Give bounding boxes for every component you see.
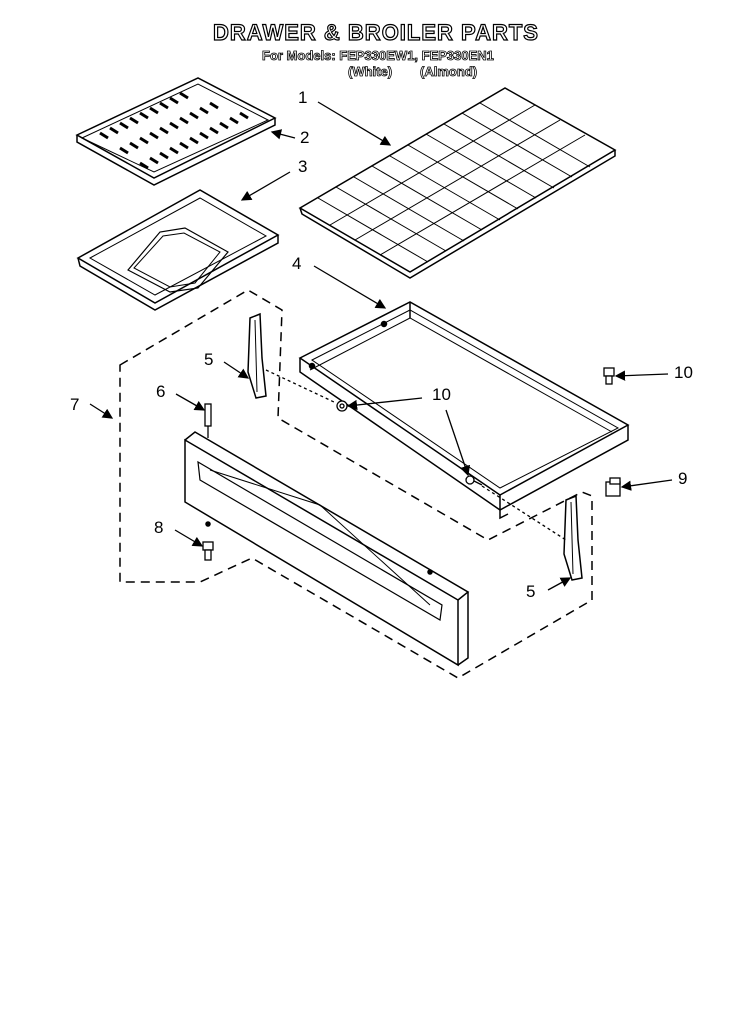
clip-9 (605, 477, 621, 497)
callout-1: 1 (298, 88, 307, 107)
assembly-outline (119, 289, 593, 679)
drawer-slide-left (247, 312, 267, 399)
drawer-slide-right (563, 494, 583, 581)
callout-5-left: 5 (204, 350, 213, 369)
callout-7: 7 (70, 395, 79, 414)
color-almond-label: (Almond) (420, 64, 478, 80)
callout-10-right: 10 (674, 363, 693, 382)
page-title: DRAWER & BROILER PARTS (212, 19, 539, 45)
drawer-body (298, 301, 630, 520)
screw-8 (202, 541, 214, 561)
callout-10-center: 10 (432, 385, 451, 404)
callout-2: 2 (300, 128, 309, 147)
leader-lines (89, 101, 673, 591)
callout-8: 8 (154, 518, 163, 537)
color-white-label: (White) (348, 64, 393, 80)
oven-rack (298, 87, 617, 279)
drawer-front-panel (184, 431, 470, 667)
screw-10-top (603, 367, 615, 385)
broiler-grid (75, 77, 277, 186)
callout-6: 6 (156, 382, 165, 401)
callout-3: 3 (298, 157, 307, 176)
callout-5-right: 5 (526, 582, 535, 601)
callout-9: 9 (678, 469, 687, 488)
models-line: For Models: FEP330EW1, FEP330EN1 (262, 48, 495, 64)
screw-6 (204, 403, 212, 438)
broiler-pan (76, 189, 280, 311)
callout-4: 4 (292, 254, 301, 273)
screw-10-mid (336, 400, 348, 412)
